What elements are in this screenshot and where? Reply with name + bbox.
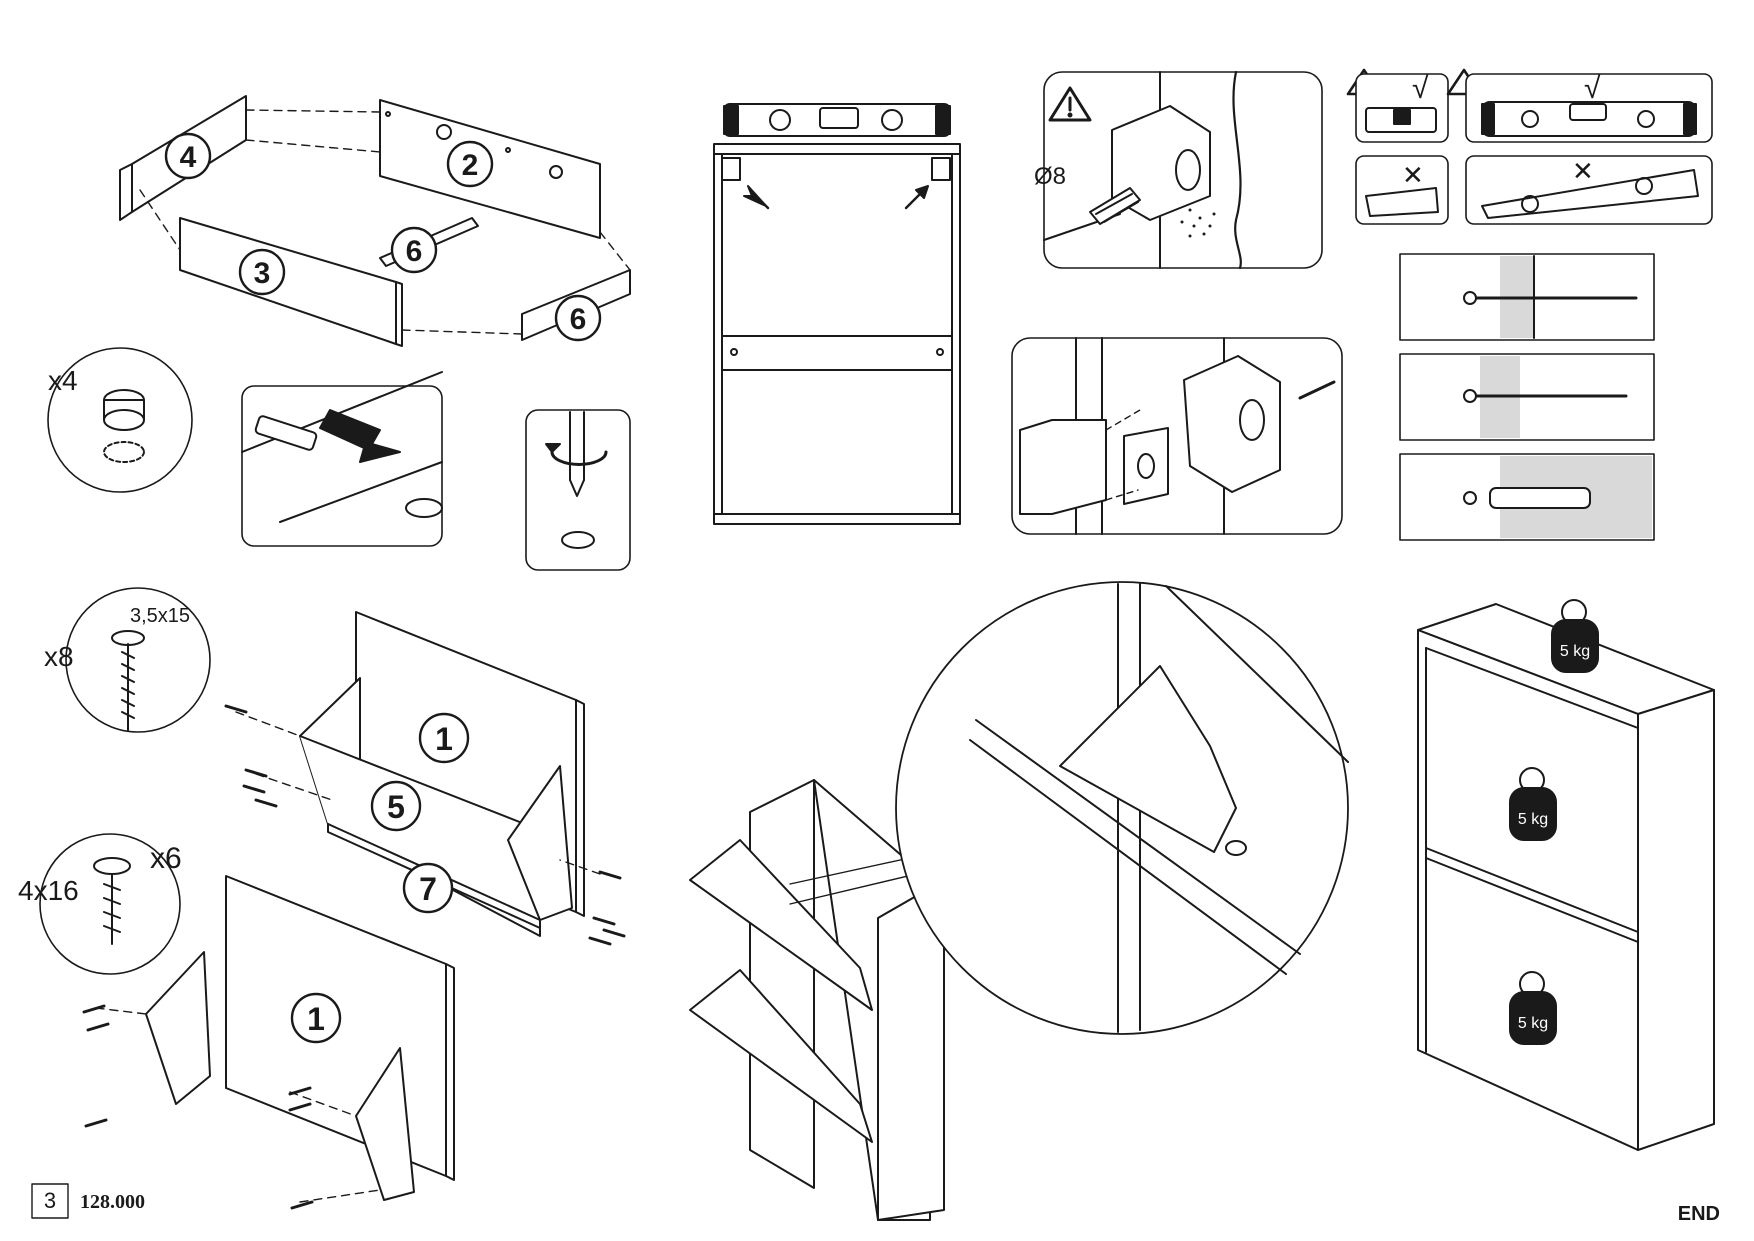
product-code: 128.000 (80, 1191, 145, 1213)
footer: 3 128.000 END (31, 1183, 1720, 1225)
level-bad-mark-2: ✕ (1572, 156, 1594, 186)
part-label-5: 5 (387, 789, 405, 825)
small-screw-size: 3,5x15 (130, 605, 190, 627)
drill-diameter-label: Ø8 (1034, 163, 1066, 190)
weight-label-lower-door: 5 kg (1518, 1015, 1548, 1032)
part-label-2: 2 (462, 149, 479, 182)
level-ok-mark-1: √ (1412, 72, 1429, 105)
part-label-1a: 1 (435, 721, 453, 757)
weight-limit-upper-door: 5 kg (1509, 767, 1557, 841)
level-bad-mark-1: ✕ (1402, 160, 1424, 190)
cabinet-final-view (1417, 603, 1715, 1151)
page-number-box (31, 1183, 69, 1219)
weight-label-top: 5 kg (1560, 643, 1590, 660)
cam-lock-detail: x4 (47, 347, 193, 493)
page-number: 3 (44, 1188, 56, 1213)
cam-lock-quantity: x4 (48, 365, 78, 396)
wall-anchor-types (1399, 253, 1655, 541)
weight-limit-top: 5 kg (1551, 599, 1599, 673)
frame-assembly-illustration: 4 2 3 6 6 (119, 95, 631, 347)
cabinet-open-doors-view (689, 779, 951, 1221)
dowel-insertion-detail (241, 371, 443, 547)
part-label-7: 7 (419, 871, 437, 907)
part-callout-4 (164, 132, 212, 180)
part-label-3: 3 (254, 257, 271, 290)
small-screw-quantity: x8 (44, 641, 74, 672)
part-label-6b: 6 (570, 303, 587, 336)
large-screw-quantity: x6 (150, 842, 182, 875)
small-screw-detail: x8 3,5x15 (44, 587, 211, 733)
door-bracket-assembly: 1 (82, 875, 455, 1210)
cabinet-back-view (713, 103, 961, 525)
large-screw-size: 4x16 (18, 875, 79, 906)
weight-label-upper-door: 5 kg (1518, 811, 1548, 828)
hinge-magnified-detail (895, 581, 1349, 1035)
large-screw-detail: x6 4x16 (18, 833, 182, 975)
level-ok-mark-2: √ (1584, 72, 1601, 105)
part-label-4: 4 (180, 141, 197, 174)
part-label-1b: 1 (307, 1001, 325, 1037)
wall-bracket-mount-detail (1011, 337, 1343, 535)
weight-limit-lower-door: 5 kg (1509, 971, 1557, 1045)
door-panel-assembly: 1 5 7 (224, 611, 626, 946)
end-label: END (1678, 1203, 1720, 1225)
part-label-6a: 6 (406, 235, 423, 268)
screwdriver-turn-detail (525, 409, 631, 571)
wall-drilling-detail: Ø8 (1034, 70, 1323, 270)
level-check-details: √ √ ✕ ✕ (1346, 68, 1713, 225)
